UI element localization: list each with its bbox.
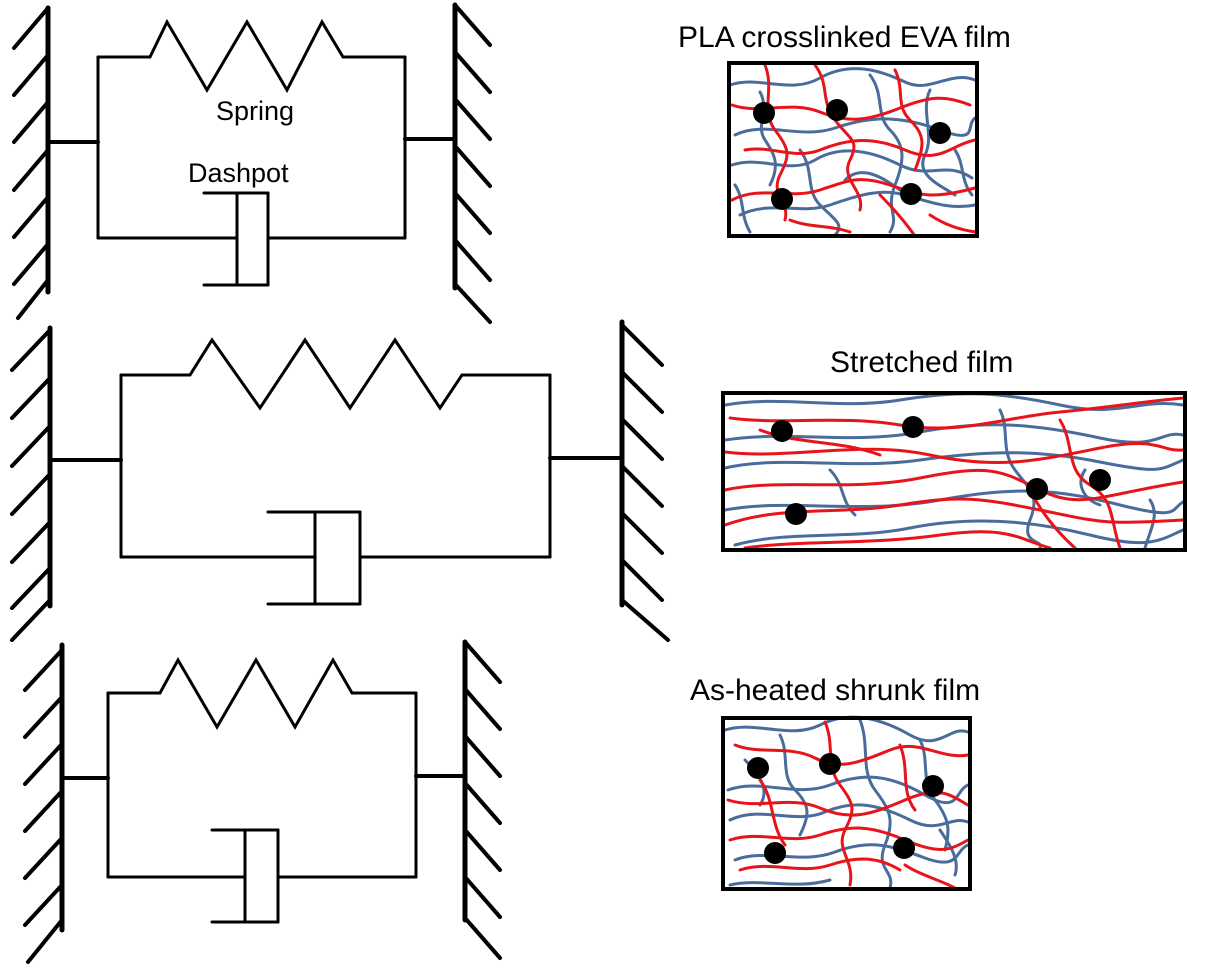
- crosslink-point: [1026, 478, 1048, 500]
- crosslink-point: [893, 837, 915, 859]
- crosslink-point: [929, 122, 951, 144]
- film-frame: [721, 391, 1187, 552]
- kelvin-voigt-model-shrunk: [23, 639, 502, 964]
- crosslink-point: [764, 842, 786, 864]
- film-shrunk-panel: [721, 715, 972, 891]
- pla-chains: [730, 63, 978, 238]
- spring-label: Spring: [216, 96, 294, 126]
- kelvin-voigt-model-original: [12, 2, 492, 324]
- left-wall: [12, 5, 51, 320]
- dashpot-label: Dashpot: [188, 158, 289, 188]
- crosslink-points: [771, 416, 1111, 525]
- crosslink-points: [747, 753, 944, 864]
- crosslink-point: [753, 102, 775, 124]
- crosslink-point: [1089, 469, 1111, 491]
- pla-chains: [723, 396, 1185, 550]
- film-frame: [721, 716, 972, 891]
- crosslink-point: [826, 99, 848, 121]
- left-wall: [23, 642, 65, 964]
- film-frame: [727, 61, 979, 238]
- film-shrunk-title: As-heated shrunk film: [690, 674, 980, 707]
- film-stretched-panel: [721, 391, 1187, 552]
- right-wall: [619, 319, 670, 642]
- crosslink-point: [771, 188, 793, 210]
- crosslink-points: [753, 99, 951, 210]
- crosslink-point: [747, 757, 769, 779]
- crosslink-point: [785, 503, 807, 525]
- crosslink-point: [922, 775, 944, 797]
- spring: [119, 337, 552, 411]
- dashpot: [202, 191, 270, 287]
- spring: [96, 18, 407, 94]
- crosslink-point: [900, 183, 922, 205]
- film-crosslinked-title: PLA crosslinked EVA film: [678, 21, 1011, 54]
- crosslink-point: [819, 753, 841, 775]
- right-wall: [462, 639, 502, 960]
- left-wall: [10, 325, 53, 642]
- kelvin-voigt-model-stretched: [10, 319, 670, 642]
- dashpot: [266, 510, 362, 606]
- dashpot: [210, 828, 280, 924]
- crosslink-point: [771, 420, 793, 442]
- right-wall: [452, 2, 492, 324]
- film-stretched-title: Stretched film: [830, 346, 1013, 379]
- film-crosslinked-panel: [727, 61, 979, 238]
- crosslink-point: [902, 416, 924, 438]
- spring: [106, 656, 418, 731]
